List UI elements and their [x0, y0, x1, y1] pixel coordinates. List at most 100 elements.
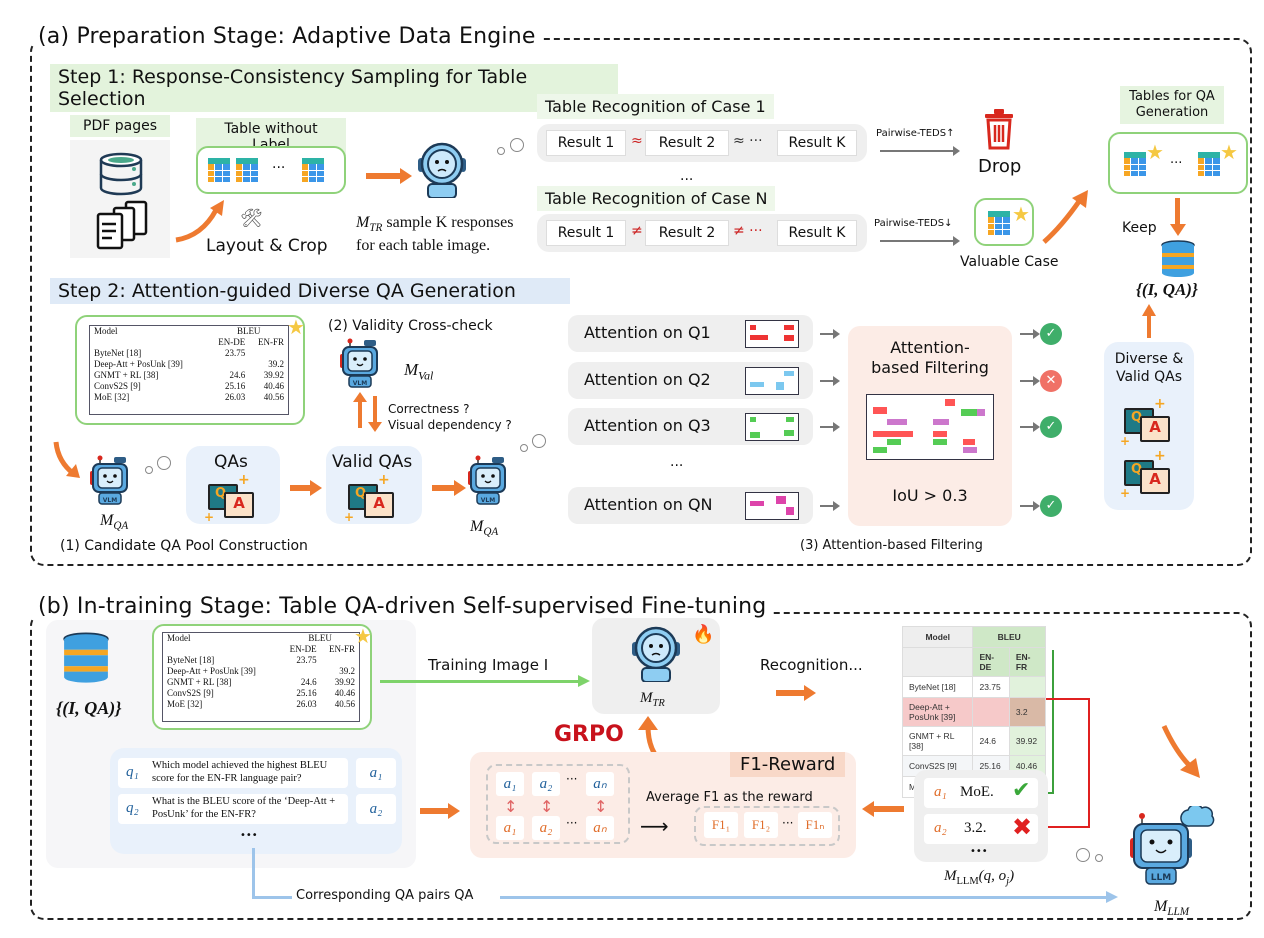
case-dots: ...: [680, 168, 694, 184]
arrow-out-qn: [1020, 501, 1040, 511]
dataset-db-icon: [1161, 240, 1195, 277]
stage-a-frame: [30, 38, 1252, 566]
thought-bubble-small: [1095, 854, 1103, 862]
arrow-up-val-head: [353, 392, 367, 402]
dataset-label-b: {(I, QA)}: [56, 698, 122, 718]
llm-more: •••: [970, 846, 988, 857]
tables-for-qa-frame: ★ ··· ★: [1108, 132, 1248, 194]
gt-dots: ···: [566, 772, 578, 786]
stage-b-title: (b) In-training Stage: Table QA-driven S…: [34, 594, 773, 619]
dataset-label-a: {(I, QA)}: [1136, 280, 1198, 299]
mval-symbol: MVal: [404, 360, 434, 383]
q2-text: What is the BLEU score of the ‘Deep-Att …: [152, 796, 336, 820]
compare-arrow-1: ↕: [504, 797, 518, 816]
f1-score-2: F1₂: [744, 812, 778, 838]
red-connector-v: [1088, 698, 1090, 828]
fire-icon: 🔥: [692, 624, 715, 645]
validity-title: (2) Validity Cross-check: [328, 318, 493, 334]
gt-answer-n: aₙ: [586, 772, 614, 796]
arrow-recognition: [776, 685, 816, 701]
star-icon: ★: [287, 315, 305, 339]
compare-arrow-2: ↕: [540, 797, 554, 816]
caseN-result-k: Result K: [777, 220, 857, 246]
table-icon: [1124, 152, 1146, 176]
q2-symbol: q₂: [126, 800, 139, 816]
robot-mtr-icon: [418, 142, 466, 198]
q1-symbol: q₁: [126, 764, 139, 780]
thought-bubble-small: [497, 147, 505, 155]
robot-mtr-icon: [632, 626, 680, 682]
valuable-case-frame: ★: [974, 198, 1034, 246]
table-row: Deep-Att + PosUnk [39]3.2: [901, 697, 1047, 727]
attention-thumbnail: [745, 320, 799, 348]
attention-thumbnail: [745, 492, 799, 520]
valid-qas-label: Valid QAs: [332, 452, 413, 472]
qa-list-panel: q₁ Which model achieved the highest BLEU…: [110, 748, 402, 854]
table-icon: [988, 211, 1010, 235]
arrow-out-q2: [1020, 376, 1040, 386]
recognition-label: Recognition...: [760, 656, 863, 674]
caseN-result-2: Result 2: [645, 220, 729, 246]
attention-row-q2: Attention on Q2: [568, 362, 813, 399]
arrow-qn: [820, 501, 840, 511]
qa-answer-2: a₂: [356, 794, 396, 824]
documents-icon: [96, 200, 148, 250]
curved-arrow-up: [1042, 190, 1088, 244]
llm-answer-2: a₂ 3.2. ✖: [924, 813, 1038, 844]
arrow-to-mqa: [432, 480, 466, 496]
table-row: ByteNet [18]23.75: [94, 348, 246, 358]
table-icon: [236, 158, 258, 182]
approx-sym: ≈: [631, 133, 643, 149]
thought-bubble-large: [510, 138, 524, 152]
ellipsis: ···: [1170, 156, 1183, 171]
trash-icon: [985, 109, 1013, 150]
attention-filtering-box: Attention-based Filtering IoU > 0.3: [848, 326, 1012, 526]
table-row: ByteNet [18]23.75: [901, 676, 1047, 698]
training-image-label: Training Image I: [428, 656, 549, 674]
ellipsis: ···: [272, 160, 286, 176]
arrow-llm-to-f1-head: [862, 801, 874, 817]
approx-dots: ≈ ···: [733, 133, 763, 149]
attention-label: Attention on QN: [584, 495, 713, 514]
avg-f1-label: Average F1 as the reward: [646, 790, 813, 805]
curved-arrow-to-llm: [1161, 724, 1200, 778]
arrow-down-keep: [1175, 198, 1180, 226]
star-icon: ★: [1012, 202, 1030, 226]
case1-result-1: Result 1: [546, 130, 626, 156]
q1-text: Which model achieved the highest BLEU sc…: [152, 760, 328, 784]
attention-thumbnail: [745, 413, 799, 441]
arrow-q3: [820, 422, 840, 432]
pdf-pages-label: PDF pages: [70, 115, 170, 137]
visual-dependency-check: Visual dependency ?: [388, 418, 512, 432]
curved-arrow-down: [53, 441, 80, 478]
arrow-llm-to-f1: [874, 806, 904, 812]
qa-connector-vertical: [252, 848, 255, 898]
keep-label: Keep: [1122, 220, 1157, 236]
llm-fn-label: MLLM(q, oj): [944, 868, 1015, 887]
arrow-drop: [880, 146, 960, 156]
pred-answer-n: aₙ: [586, 816, 614, 840]
f1-score-n: F1ₙ: [798, 812, 832, 838]
arrow-up-diverse: [1147, 312, 1151, 338]
robot-qa-icon: VLM: [90, 455, 128, 505]
attention-row-q1: Attention on Q1: [568, 315, 813, 352]
unlabeled-tables-frame: ···: [196, 146, 346, 194]
star-icon: ★: [1146, 140, 1164, 164]
grpo-label: GRPO: [554, 722, 624, 747]
hdr-bleu: BLEU: [236, 326, 261, 336]
red-connector-h: [1046, 698, 1090, 700]
svg-text:LLM: LLM: [1151, 873, 1171, 883]
pred-answer-2: a₂: [532, 816, 560, 840]
attention-dots: ...: [670, 454, 684, 470]
